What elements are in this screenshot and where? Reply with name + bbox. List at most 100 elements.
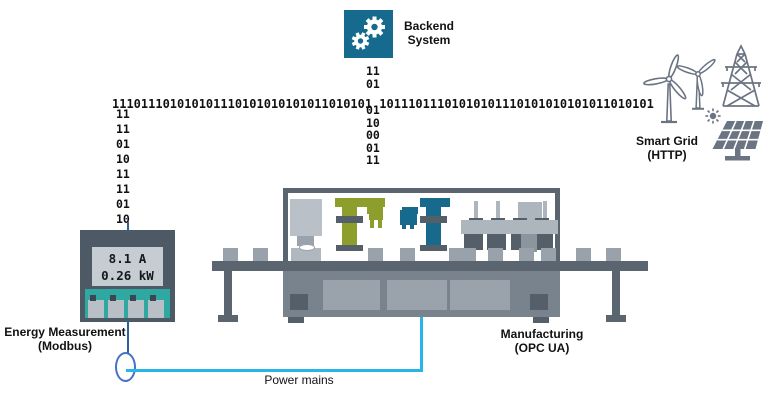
smart-grid-label: Smart Grid (HTTP) (597, 134, 737, 162)
machine-vent-left (290, 294, 308, 310)
binary-digits: 00 (366, 128, 380, 143)
dispenser-pedestal (291, 248, 321, 261)
press-head (464, 234, 483, 250)
teal-robot-top-arm (420, 198, 450, 207)
teal-gripper-tooth (402, 225, 406, 229)
meter-terminal (128, 300, 144, 318)
olive-robot-column (342, 207, 357, 248)
olive-robot-gripper (369, 213, 383, 220)
gantry-frame-top (283, 188, 560, 193)
meter-connector-stub (127, 222, 129, 231)
conveyor-leg-right (612, 271, 620, 316)
binary-digits: 01 (366, 77, 380, 91)
product-box (368, 248, 383, 261)
meter-probe-wire (127, 322, 129, 353)
olive-gripper-prong (378, 219, 382, 228)
backend-label-line1: Backend (403, 19, 455, 33)
press-workpiece (519, 248, 534, 261)
press-workpiece (541, 248, 556, 261)
product-box (449, 248, 464, 261)
machine-panel (387, 280, 447, 310)
binary-digits: 11 (366, 153, 380, 168)
meter-current-reading: 8.1 A (108, 251, 147, 266)
teal-robot-column (426, 207, 441, 248)
backend-system-icon (344, 10, 393, 58)
smart-grid-label-line1: Smart Grid (635, 134, 698, 148)
dispenser-nozzle (297, 236, 314, 246)
product-box (576, 248, 591, 261)
binary-digits: 10 (116, 152, 130, 166)
binary-digits: 11 (116, 122, 130, 136)
transmission-tower-icon (721, 44, 761, 107)
machine-foot-right (533, 317, 549, 323)
manufacturing-label: Manufacturing (OPC UA) (472, 327, 612, 355)
binary-digits: 11 (116, 167, 130, 181)
binary-digits: 11 (116, 107, 130, 121)
wind-turbine-icon (676, 58, 716, 110)
binary-digits: 10 (116, 212, 130, 226)
product-box (223, 248, 238, 261)
teal-gripper-tooth (410, 225, 414, 229)
smart-grid-label-line2: (HTTP) (647, 147, 687, 162)
machine-panel (323, 280, 380, 310)
energy-measurement-label: Energy Measurement (Modbus) (3, 325, 127, 353)
meter-power-reading: 0.26 kW (101, 268, 154, 283)
dispenser-drop (299, 244, 315, 251)
backend-label-line2: System (407, 32, 451, 47)
smart-grid-svg (643, 44, 763, 161)
press-rod (474, 201, 478, 221)
terminal-screw (110, 295, 116, 301)
binary-digits: 01 (116, 137, 130, 151)
press-head (487, 234, 506, 250)
meter-terminal (88, 300, 104, 318)
current-clamp-ellipse (115, 352, 136, 382)
backend-system-label: Backend System (399, 19, 459, 47)
solar-panel-icon (712, 120, 763, 161)
power-mains-line-horizontal (126, 369, 423, 372)
machine-panel (450, 280, 510, 310)
binary-stream-middle-top: 11 01 (366, 65, 380, 91)
energy-label-line1: Energy Measurement (4, 325, 126, 339)
manufacturing-label-line1: Manufacturing (500, 327, 584, 341)
binary-stream-middle-bottom: 01 10 00 01 11 (366, 104, 380, 167)
product-box (606, 248, 621, 261)
dispenser-station (290, 199, 322, 236)
binary-digits: 01 (116, 197, 130, 211)
power-mains-line-vertical (420, 317, 423, 372)
press-workpiece (488, 248, 503, 261)
energy-meter: 8.1 A 0.26 kW (80, 230, 175, 322)
sun-icon (705, 108, 721, 124)
machine-vent-right (530, 294, 548, 310)
olive-robot-base (336, 245, 363, 251)
product-box (400, 248, 415, 261)
wind-turbine-icon (643, 54, 687, 124)
press-table (461, 220, 558, 234)
terminal-screw (150, 295, 156, 301)
power-mains-label: Power mains (264, 373, 334, 387)
olive-robot-band (336, 216, 363, 223)
energy-label-line2: (Modbus) (38, 338, 92, 353)
binary-digits: 01 (366, 103, 380, 117)
manufacturing-label-line2: (OPC UA) (514, 340, 570, 355)
olive-gripper-prong (370, 219, 374, 228)
press-workpiece (461, 248, 476, 261)
meter-terminal (108, 300, 124, 318)
teal-robot-gripper (400, 210, 417, 225)
smart-grid-icons (630, 40, 776, 165)
terminal-screw (90, 295, 96, 301)
binary-digits: 11 (116, 182, 130, 196)
binary-digits: 01 (366, 140, 380, 155)
press-center-block (521, 234, 537, 252)
meter-lcd-display: 8.1 A 0.26 kW (92, 247, 163, 286)
gantry-frame-left (283, 188, 288, 262)
olive-robot-top-arm (335, 198, 385, 207)
conveyor-leg-left (224, 271, 232, 316)
press-rod (543, 201, 547, 221)
press-head (537, 234, 553, 250)
teal-robot-base (420, 245, 447, 251)
press-rod (496, 201, 500, 221)
binary-digits: 11 (366, 64, 380, 78)
product-box (253, 248, 268, 261)
teal-robot-band (420, 216, 447, 223)
